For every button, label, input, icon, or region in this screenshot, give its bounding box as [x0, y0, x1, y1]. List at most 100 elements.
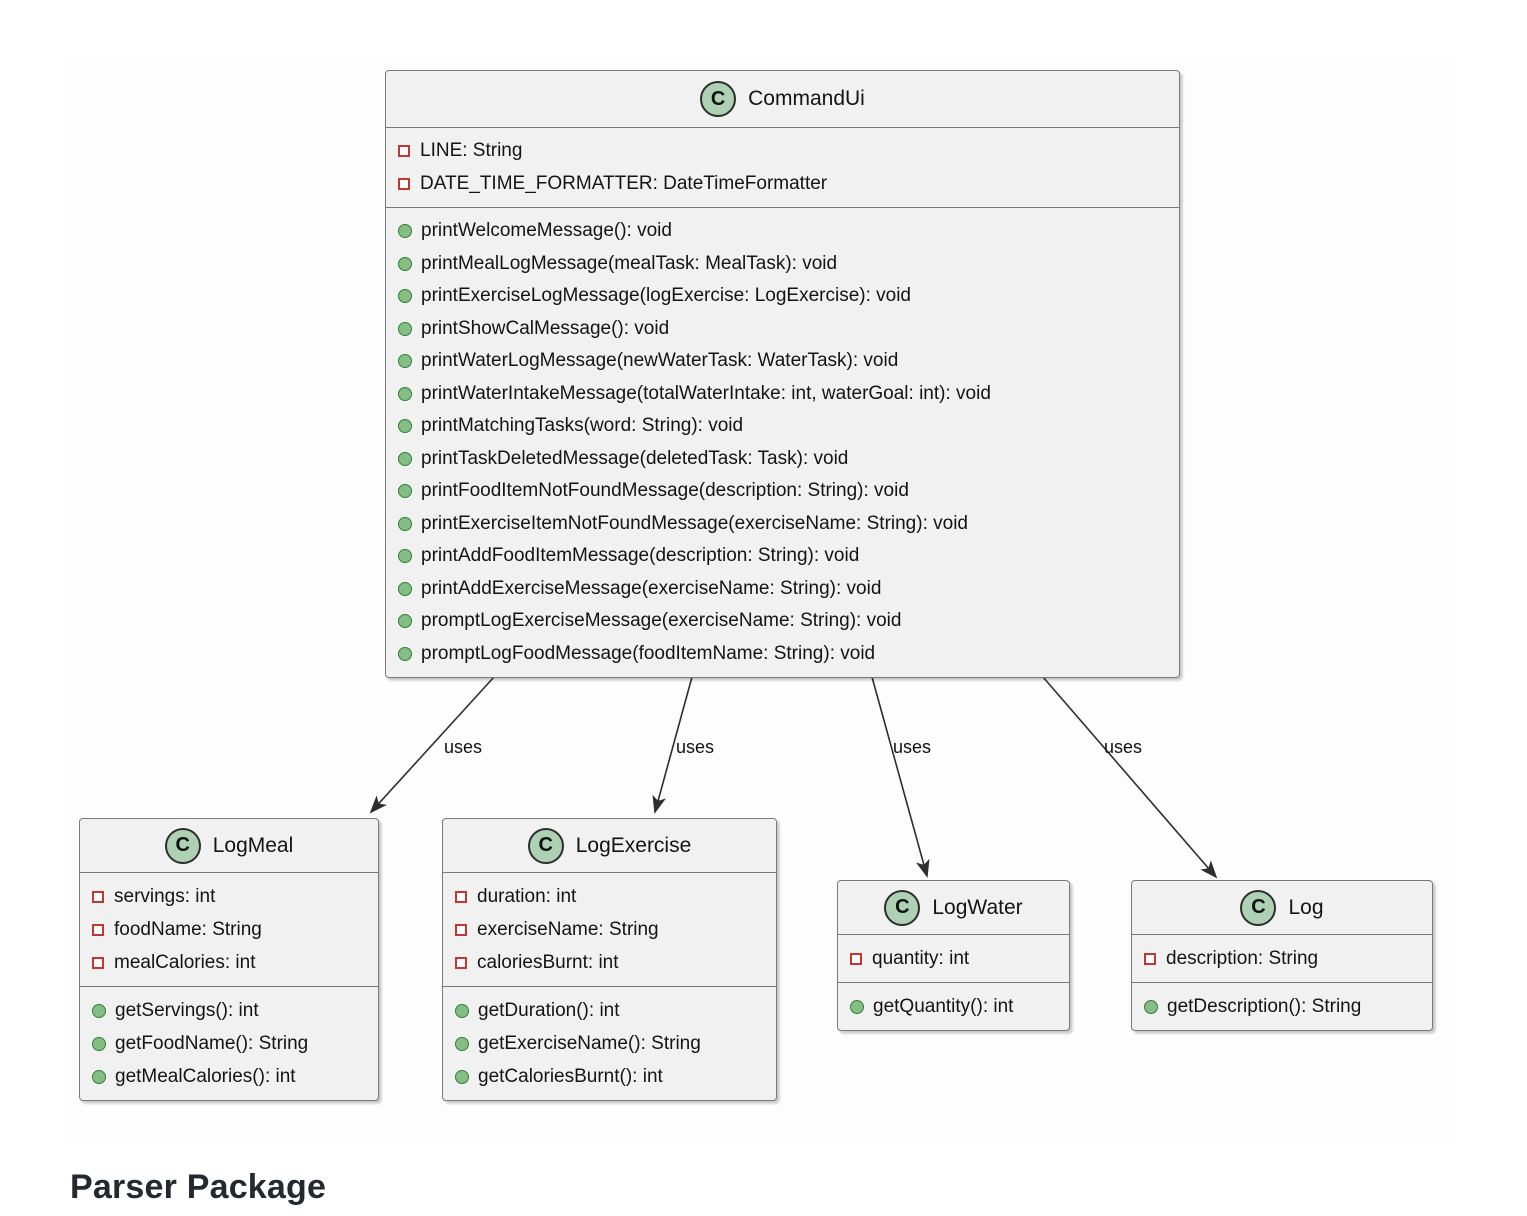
class-header: C LogWater: [838, 881, 1069, 935]
member-text: LINE: String: [420, 140, 523, 162]
member-text: exerciseName: String: [477, 918, 659, 940]
method-row: promptLogExerciseMessage(exerciseName: S…: [398, 605, 1167, 638]
private-field-icon: [1144, 952, 1156, 965]
public-method-icon: [455, 1003, 469, 1018]
method-row: printWaterIntakeMessage(totalWaterIntake…: [398, 378, 1167, 411]
field-row: mealCalories: int: [92, 946, 366, 979]
method-row: getQuantity(): int: [850, 990, 1057, 1023]
private-field-icon: [850, 952, 862, 965]
member-text: promptLogExerciseMessage(exerciseName: S…: [421, 610, 902, 632]
private-field-icon: [455, 923, 467, 936]
field-row: caloriesBurnt: int: [455, 946, 764, 979]
class-badge-icon: C: [527, 827, 564, 864]
class-header: C LogExercise: [443, 819, 776, 873]
class-box-logexercise: C LogExercise duration: int exerciseName:…: [442, 818, 777, 1101]
public-method-icon: [92, 1036, 106, 1051]
member-text: description: String: [1166, 947, 1319, 969]
private-field-icon: [92, 890, 104, 903]
member-text: getCaloriesBurnt(): int: [478, 1065, 663, 1087]
member-text: printWaterLogMessage(newWaterTask: Water…: [421, 350, 899, 372]
field-row: quantity: int: [850, 942, 1057, 975]
public-method-icon: [455, 1036, 469, 1051]
member-text: printAddExerciseMessage(exerciseName: St…: [421, 577, 882, 599]
public-method-icon: [398, 419, 412, 434]
member-text: printExerciseItemNotFoundMessage(exercis…: [421, 512, 968, 534]
field-row: DATE_TIME_FORMATTER: DateTimeFormatter: [398, 168, 1167, 201]
private-field-icon: [398, 177, 410, 190]
uses-edge-label: uses: [1104, 737, 1143, 757]
public-method-icon: [398, 646, 412, 661]
public-method-icon: [398, 289, 412, 304]
public-method-icon: [455, 1069, 469, 1084]
field-row: description: String: [1144, 942, 1420, 975]
method-row: getDuration(): int: [455, 994, 764, 1027]
public-method-icon: [92, 1069, 106, 1084]
field-row: exerciseName: String: [455, 913, 764, 946]
member-text: getQuantity(): int: [873, 995, 1014, 1017]
public-method-icon: [1144, 999, 1158, 1014]
methods-compartment: getQuantity(): int: [838, 983, 1069, 1030]
member-text: promptLogFoodMessage(foodItemName: Strin…: [421, 642, 876, 664]
private-field-icon: [455, 890, 467, 903]
method-row: getServings(): int: [92, 994, 366, 1027]
class-header: C Log: [1132, 881, 1432, 935]
field-row: duration: int: [455, 880, 764, 913]
member-text: getServings(): int: [115, 999, 259, 1021]
member-text: printMealLogMessage(mealTask: MealTask):…: [421, 252, 838, 274]
method-row: printAddFoodItemMessage(description: Str…: [398, 540, 1167, 573]
private-field-icon: [398, 145, 410, 158]
method-row: getMealCalories(): int: [92, 1060, 366, 1093]
member-text: caloriesBurnt: int: [477, 951, 619, 973]
method-row: getFoodName(): String: [92, 1027, 366, 1060]
method-row: printFoodItemNotFoundMessage(description…: [398, 475, 1167, 508]
public-method-icon: [398, 354, 412, 369]
method-row: printWelcomeMessage(): void: [398, 215, 1167, 248]
method-row: printWaterLogMessage(newWaterTask: Water…: [398, 345, 1167, 378]
class-title: LogMeal: [212, 833, 294, 857]
member-text: mealCalories: int: [114, 951, 256, 973]
method-row: printMatchingTasks(word: String): void: [398, 410, 1167, 443]
public-method-icon: [398, 549, 412, 564]
member-text: printWaterIntakeMessage(totalWaterIntake…: [421, 382, 991, 404]
member-text: printFoodItemNotFoundMessage(description…: [421, 480, 909, 502]
public-method-icon: [398, 256, 412, 271]
method-row: printExerciseItemNotFoundMessage(exercis…: [398, 508, 1167, 541]
fields-compartment: description: String: [1132, 935, 1432, 983]
class-badge-icon: C: [164, 827, 201, 864]
method-row: printExerciseLogMessage(logExercise: Log…: [398, 280, 1167, 313]
public-method-icon: [398, 516, 412, 531]
public-method-icon: [398, 581, 412, 596]
field-row: foodName: String: [92, 913, 366, 946]
public-method-icon: [92, 1003, 106, 1018]
method-row: printShowCalMessage(): void: [398, 313, 1167, 346]
class-badge-icon: C: [884, 889, 921, 926]
member-text: printWelcomeMessage(): void: [421, 220, 672, 242]
member-text: duration: int: [477, 885, 577, 907]
field-row: servings: int: [92, 880, 366, 913]
fields-compartment: servings: int foodName: String mealCalorie…: [80, 873, 378, 987]
fields-compartment: duration: int exerciseName: String calorie…: [443, 873, 776, 987]
class-title: LogWater: [932, 895, 1023, 919]
public-method-icon: [850, 999, 864, 1014]
member-text: printShowCalMessage(): void: [421, 317, 670, 339]
public-method-icon: [398, 484, 412, 499]
methods-compartment: printWelcomeMessage(): void printMealLogM…: [386, 208, 1179, 677]
public-method-icon: [398, 386, 412, 401]
member-text: foodName: String: [114, 918, 262, 940]
private-field-icon: [455, 956, 467, 969]
method-row: getDescription(): String: [1144, 990, 1420, 1023]
class-title: CommandUi: [748, 87, 865, 110]
method-row: printTaskDeletedMessage(deletedTask: Tas…: [398, 443, 1167, 476]
member-text: DATE_TIME_FORMATTER: DateTimeFormatter: [420, 172, 828, 194]
methods-compartment: getDescription(): String: [1132, 983, 1432, 1030]
class-box-logmeal: C LogMeal servings: int foodName: String m…: [79, 818, 379, 1101]
public-method-icon: [398, 224, 412, 239]
member-text: getDescription(): String: [1167, 995, 1362, 1017]
private-field-icon: [92, 956, 104, 969]
uses-edge-label: uses: [676, 737, 715, 757]
class-box-log: C Log description: String getDescription…: [1131, 880, 1433, 1031]
method-row: printMealLogMessage(mealTask: MealTask):…: [398, 248, 1167, 281]
private-field-icon: [92, 923, 104, 936]
